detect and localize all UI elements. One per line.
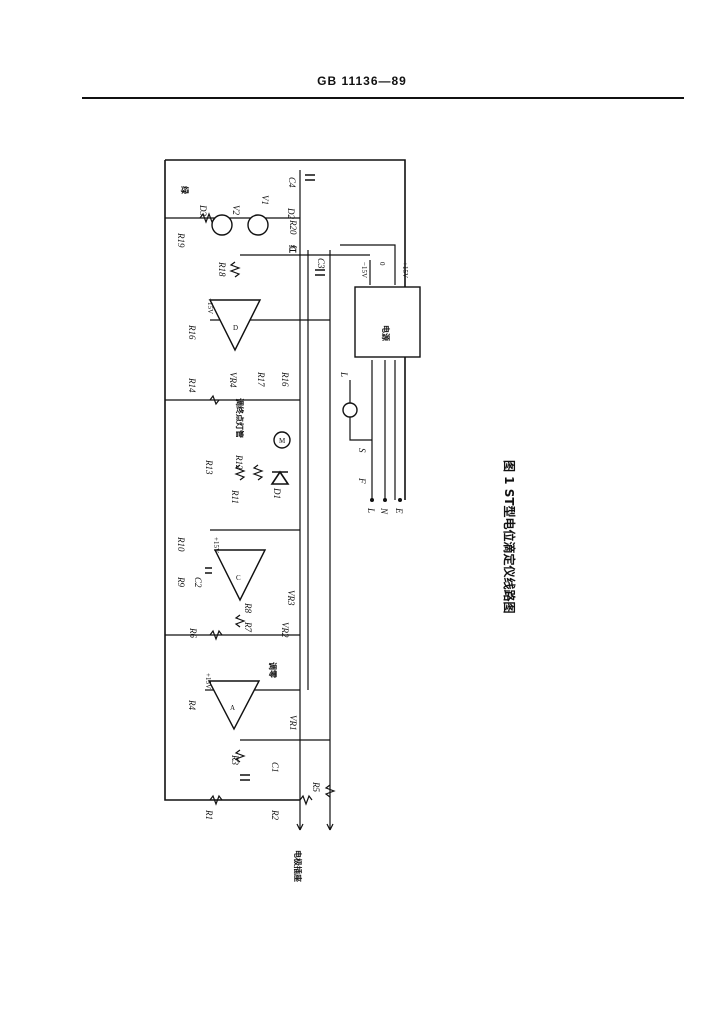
terminal-l xyxy=(370,498,374,502)
label-plus15v-a: +15V xyxy=(204,673,212,689)
label-fuse: F xyxy=(357,477,367,484)
label-d2: D2 xyxy=(286,207,296,219)
label-vr3: VR3 xyxy=(286,590,296,606)
opamp-a: A xyxy=(207,680,261,731)
label-plus15v-c: +15V xyxy=(212,537,220,553)
capacitor-c2 xyxy=(205,567,212,574)
label-r7: R7 xyxy=(243,621,253,632)
label-d1: D1 xyxy=(272,487,282,499)
diode-d1 xyxy=(270,470,290,485)
transistor-v2 xyxy=(211,214,233,236)
label-l: L xyxy=(366,507,376,513)
label-minus15v: −15V xyxy=(360,262,368,278)
label-c1: C1 xyxy=(270,762,280,773)
page-header: GB 11136—89 xyxy=(317,74,407,88)
power-box-label: 电源 xyxy=(381,325,391,341)
label-e: E xyxy=(394,507,404,514)
label-r12: R12 xyxy=(234,454,244,470)
label-zero: 0 xyxy=(378,262,386,266)
label-plus15v-supply: +15V xyxy=(401,262,409,278)
label-r13: R13 xyxy=(204,459,214,475)
label-r14: R14 xyxy=(187,377,197,393)
capacitor-c3 xyxy=(315,269,325,276)
label-r4: R4 xyxy=(187,699,197,710)
opamp-c-label: C xyxy=(236,574,241,582)
input-terminal-2 xyxy=(326,823,334,831)
opamp-d: D xyxy=(208,299,262,352)
label-r16b: R16 xyxy=(280,371,290,387)
terminal-e xyxy=(398,498,402,502)
label-r16: R16 xyxy=(187,324,197,340)
label-vr1: VR1 xyxy=(288,715,298,731)
label-vr2: VR2 xyxy=(280,622,290,638)
label-r18: R18 xyxy=(217,261,227,277)
label-r2: R2 xyxy=(270,809,280,820)
power-supply-box xyxy=(354,286,421,358)
label-n: N xyxy=(379,507,389,515)
lamp-symbol xyxy=(342,402,358,418)
label-c4: C4 xyxy=(287,177,297,188)
motor-label: M xyxy=(279,437,286,445)
label-r20: R20 xyxy=(288,219,298,235)
label-vr4: VR4 xyxy=(228,372,238,388)
label-c3: C3 xyxy=(316,258,326,269)
motor-symbol xyxy=(273,431,291,449)
circuit-wiring xyxy=(164,159,406,830)
label-lamp: L xyxy=(339,371,349,377)
label-r3: R3 xyxy=(230,754,240,765)
label-setpoint-adj: 调终点灯管 xyxy=(235,398,245,438)
label-r6: R6 xyxy=(188,627,198,638)
transistor-v1 xyxy=(247,214,269,236)
component-labels: R19 D3 V2 V1 D2 C4 R20 绿 红 R18 C3 −15V 0… xyxy=(176,177,409,882)
label-r1: R1 xyxy=(204,809,214,820)
label-plus15v-d: +15V xyxy=(206,298,214,314)
opamp-a-label: A xyxy=(230,704,235,712)
label-r19: R19 xyxy=(176,232,186,248)
label-r17: R17 xyxy=(256,371,266,387)
terminal-n xyxy=(383,498,387,502)
resistor-markers xyxy=(199,212,336,806)
label-v1: V1 xyxy=(260,195,270,205)
label-d3: D3 xyxy=(198,204,208,216)
opamp-d-label: D xyxy=(233,324,238,332)
label-r11: R11 xyxy=(230,489,240,504)
opamp-c: C xyxy=(213,549,267,602)
label-input-socket: 电极插座 xyxy=(293,850,303,882)
label-c2: C2 xyxy=(193,577,203,588)
header-rule xyxy=(82,97,684,99)
label-r9: R9 xyxy=(176,576,186,587)
label-r8: R8 xyxy=(243,602,253,613)
capacitor-c1 xyxy=(240,774,250,781)
figure-caption: 图 1 ST型电位滴定仪线路图 xyxy=(502,460,517,614)
label-zero-adj: 调零 xyxy=(268,662,278,679)
capacitor-c4 xyxy=(305,174,315,181)
label-r10: R10 xyxy=(176,536,186,552)
label-r5: R5 xyxy=(311,781,321,792)
label-switch: S xyxy=(357,448,367,453)
label-green: 绿 xyxy=(180,186,190,195)
label-red: 红 xyxy=(288,245,298,253)
input-terminal-1 xyxy=(296,823,304,831)
label-v2: V2 xyxy=(231,205,241,215)
